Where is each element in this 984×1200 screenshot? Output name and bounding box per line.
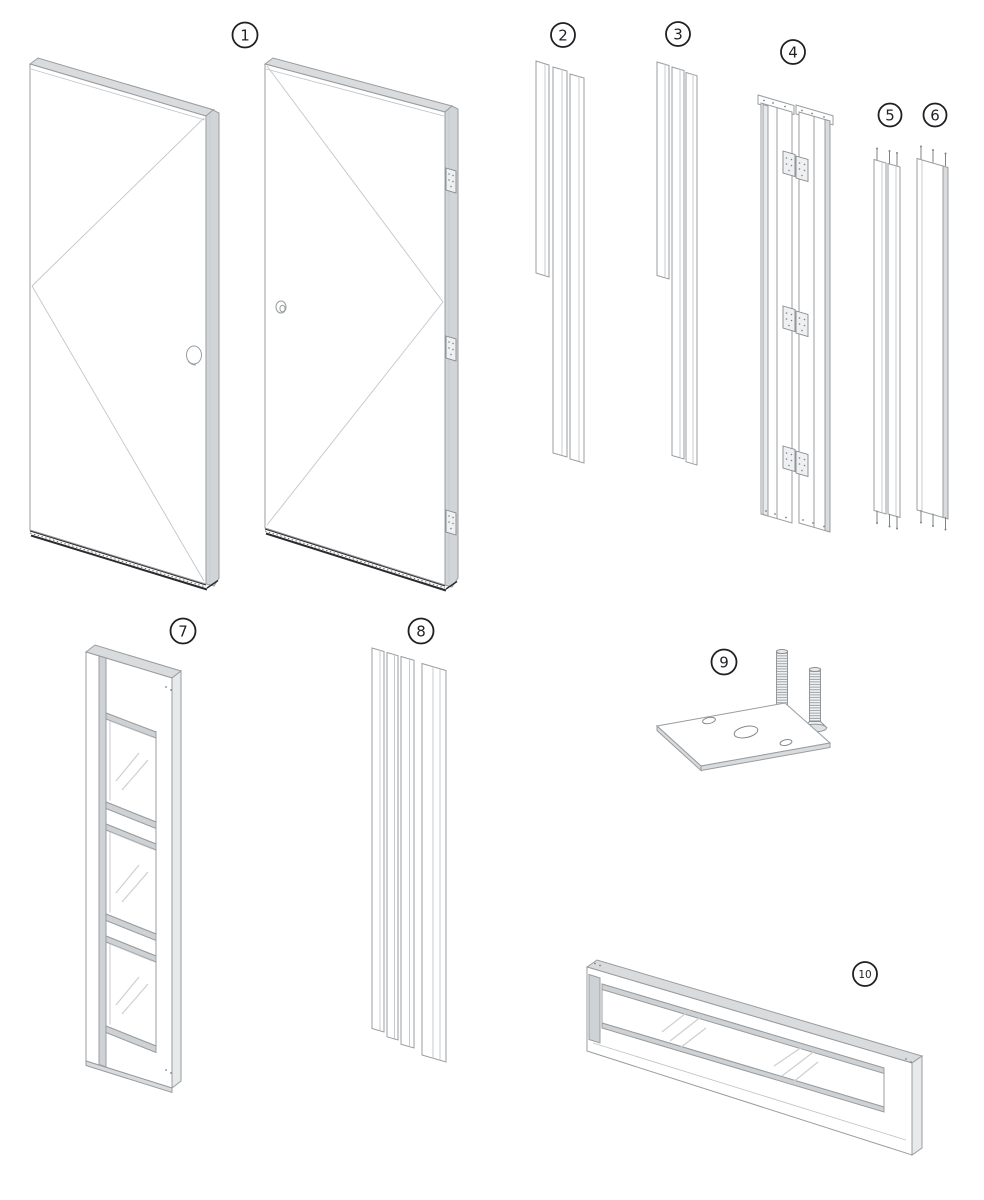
glazing-bead [400, 655, 415, 1049]
plate-hole [779, 738, 793, 747]
callout-label: 5 [885, 107, 895, 125]
callout-4: 4 [780, 39, 806, 65]
callout-label: 8 [416, 623, 426, 641]
trim-strip [552, 66, 568, 458]
lock-cylinder [275, 300, 287, 314]
trim-strip [535, 60, 550, 278]
swing-line [31, 117, 205, 287]
jamb-hinge [795, 155, 809, 183]
callout-6: 6 [922, 102, 948, 128]
jamb-hinge [782, 305, 796, 333]
door-leaf-plain [28, 57, 220, 591]
jamb-hinge [795, 310, 809, 338]
frame-bottom-face [85, 1060, 173, 1094]
frame-side [171, 669, 182, 1090]
door-edge-cap [205, 109, 220, 587]
door-hinge-middle [445, 335, 457, 362]
pinned-strip [887, 162, 901, 519]
jamb-hinge [782, 445, 796, 473]
trim-strip [656, 61, 670, 280]
frame-side [911, 1055, 923, 1156]
jamb-hinge [795, 450, 809, 478]
glass-reflections [661, 1009, 819, 1084]
trim-strip [671, 66, 685, 460]
callout-2: 2 [550, 22, 576, 48]
swing-line [266, 65, 444, 303]
callout-label: 7 [178, 623, 188, 641]
callout-10: 10 [852, 961, 878, 987]
part-hinge-jambs [757, 94, 834, 533]
part-sidelight-frame [84, 644, 183, 1094]
swing-line [31, 285, 205, 582]
door-face [264, 63, 446, 586]
plate-hole-large [733, 725, 759, 739]
part-pinned-strips-wide [916, 145, 949, 531]
trim-strip [569, 73, 585, 464]
callout-5: 5 [877, 102, 903, 128]
callout-9: 9 [710, 648, 738, 676]
glazing-bead [371, 647, 385, 1033]
glazing-bead [386, 651, 399, 1041]
frame-rail [105, 913, 157, 942]
hinge-jamb-right [795, 104, 834, 533]
part-door-leaves [28, 57, 459, 592]
callout-label: 1 [240, 27, 250, 45]
callout-label: 9 [719, 654, 729, 672]
callout-label: 6 [930, 107, 940, 125]
part-trim-strip-set-a [535, 60, 585, 464]
callout-7: 7 [169, 617, 197, 645]
part-mounting-plate-with-bolts [655, 649, 832, 772]
trim-strip [685, 71, 698, 466]
jamb-hinge [782, 150, 796, 178]
callout-label: 2 [558, 27, 568, 45]
callout-8: 8 [407, 617, 435, 645]
part-pinned-strips-narrow [873, 147, 901, 530]
door-leaf-hinged [263, 57, 459, 592]
glazing-bead [421, 662, 447, 1063]
mounting-plate [655, 702, 832, 772]
door-knob-hole [186, 345, 202, 365]
frame-reveal [588, 973, 601, 1044]
plate-hole [702, 716, 716, 725]
frame-rail [105, 801, 157, 830]
frame-reveal [98, 655, 107, 1068]
callout-label: 4 [788, 44, 798, 62]
callout-3: 3 [665, 21, 691, 47]
callout-label: 10 [858, 969, 871, 981]
part-transom-frame [585, 959, 924, 1156]
callout-label: 3 [673, 26, 683, 44]
part-trim-strip-set-b [656, 61, 698, 466]
door-hinge-bottom [445, 509, 457, 536]
door-hinge-top [445, 167, 457, 194]
frame-rail [105, 1025, 157, 1054]
sidelight-window [105, 712, 157, 823]
pinned-strip [873, 158, 887, 515]
swing-line [266, 301, 444, 526]
sidelight-window [105, 823, 157, 935]
hinge-jamb-left [757, 94, 796, 524]
pinned-strip [916, 157, 944, 519]
callout-1: 1 [231, 21, 259, 49]
part-glazing-beads [371, 647, 447, 1063]
